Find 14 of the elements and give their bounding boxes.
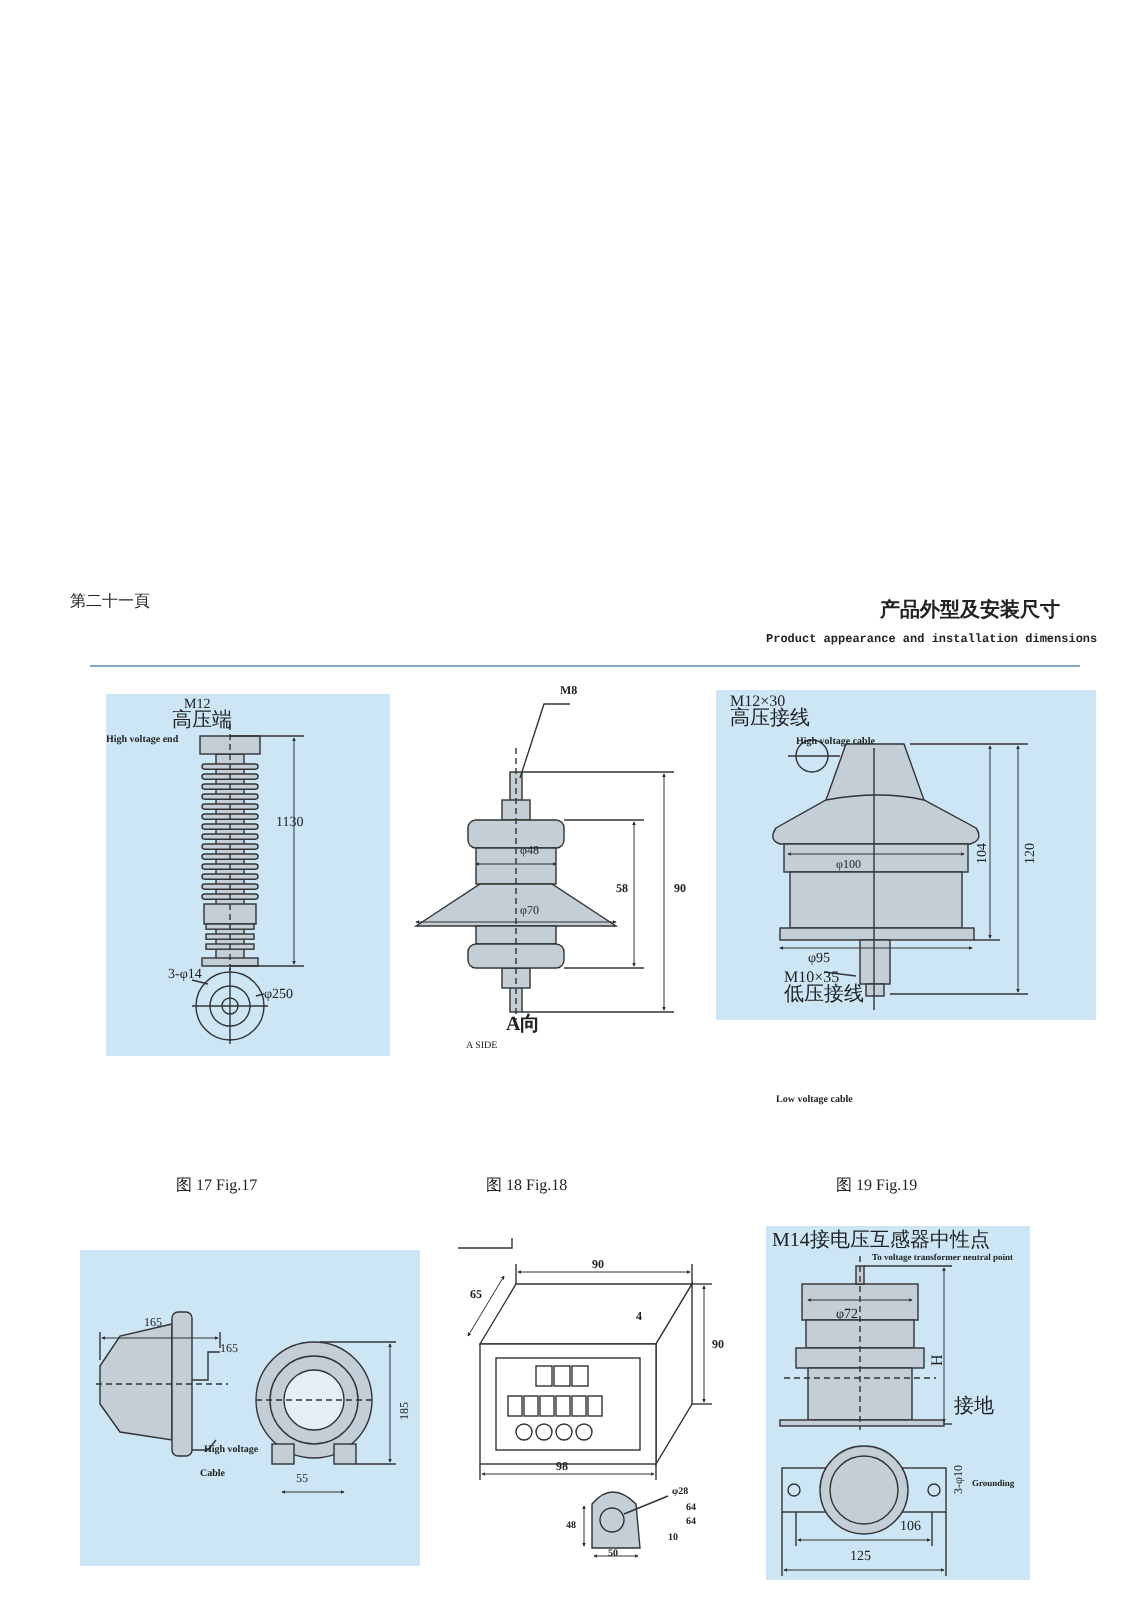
dimension-label: H <box>930 1354 946 1366</box>
figure-caption: 图 19 Fig.19 <box>836 1178 918 1194</box>
page-number: 第二十一頁 <box>70 594 150 610</box>
view-label: A向 <box>506 1016 541 1036</box>
figure-caption: 图 17 Fig.17 <box>176 1178 258 1194</box>
figure-caption: 图 18 Fig.18 <box>486 1178 568 1194</box>
part-label: 低压接线 <box>784 986 864 1006</box>
part-label: 高压接线 <box>730 710 810 730</box>
part-label: M14接电压互感器中性点 <box>772 1232 990 1252</box>
part-label: 高压端 <box>172 712 232 732</box>
part-label: 接地 <box>954 1398 994 1418</box>
part-label: M10×35 <box>784 970 840 986</box>
part-label: M12×30 <box>730 694 786 710</box>
section-title: 产品外型及安装尺寸 <box>880 602 1060 622</box>
